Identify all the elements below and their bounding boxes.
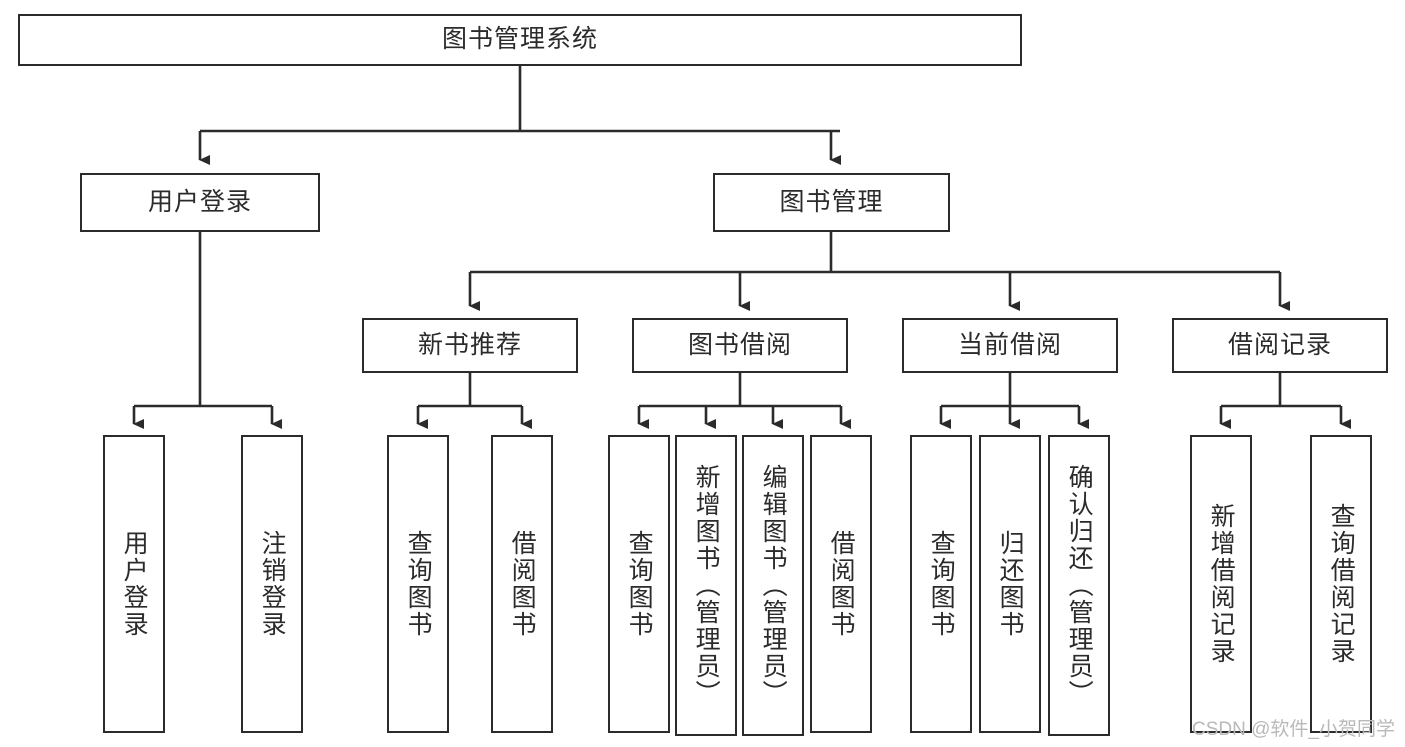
node-label: 图书管理系统 (441, 25, 598, 54)
leaf-confirm-return-admin[interactable]: 确认归还（管理员） (1048, 435, 1110, 736)
node-label: 当前借阅 (957, 330, 1062, 359)
node-label: 归还图书 (996, 530, 1025, 638)
node-borrow-records[interactable]: 借阅记录 (1172, 318, 1388, 373)
node-label: 用户登录 (120, 530, 149, 638)
leaf-borrow-book-recommend[interactable]: 借阅图书 (491, 435, 553, 733)
node-label: 查询借阅记录 (1327, 503, 1356, 665)
leaf-query-book-borrow[interactable]: 查询图书 (608, 435, 670, 733)
node-label: 借阅图书 (827, 530, 856, 638)
node-label: 图书管理 (779, 187, 884, 216)
node-current-borrow[interactable]: 当前借阅 (902, 318, 1118, 373)
node-label: 新书推荐 (417, 330, 522, 359)
node-new-book-recommend[interactable]: 新书推荐 (362, 318, 578, 373)
node-label: 借阅记录 (1227, 330, 1332, 359)
node-user-login[interactable]: 用户登录 (80, 173, 320, 232)
node-label: 新增借阅记录 (1207, 503, 1236, 665)
node-label: 编辑图书（管理员） (759, 464, 788, 707)
leaf-logout[interactable]: 注销登录 (241, 435, 303, 733)
leaf-user-login[interactable]: 用户登录 (103, 435, 165, 733)
node-label: 查询图书 (625, 530, 654, 638)
leaf-return-book[interactable]: 归还图书 (979, 435, 1041, 733)
leaf-query-book-current[interactable]: 查询图书 (910, 435, 972, 733)
node-label: 新增图书（管理员） (692, 464, 721, 707)
node-label: 用户登录 (147, 187, 252, 216)
leaf-add-borrow-record[interactable]: 新增借阅记录 (1190, 435, 1252, 733)
node-label: 注销登录 (258, 530, 287, 638)
node-label: 确认归还（管理员） (1065, 464, 1094, 707)
node-label: 查询图书 (927, 530, 956, 638)
leaf-query-borrow-record[interactable]: 查询借阅记录 (1310, 435, 1372, 733)
leaf-add-book-admin[interactable]: 新增图书（管理员） (675, 435, 737, 736)
leaf-borrow-book[interactable]: 借阅图书 (810, 435, 872, 733)
leaf-query-book-recommend[interactable]: 查询图书 (387, 435, 449, 733)
node-label: 查询图书 (404, 530, 433, 638)
node-label: 图书借阅 (687, 330, 792, 359)
node-book-borrow[interactable]: 图书借阅 (632, 318, 848, 373)
node-label: 借阅图书 (508, 530, 537, 638)
node-book-management[interactable]: 图书管理 (713, 173, 950, 232)
node-root-system[interactable]: 图书管理系统 (18, 14, 1022, 66)
leaf-edit-book-admin[interactable]: 编辑图书（管理员） (742, 435, 804, 736)
